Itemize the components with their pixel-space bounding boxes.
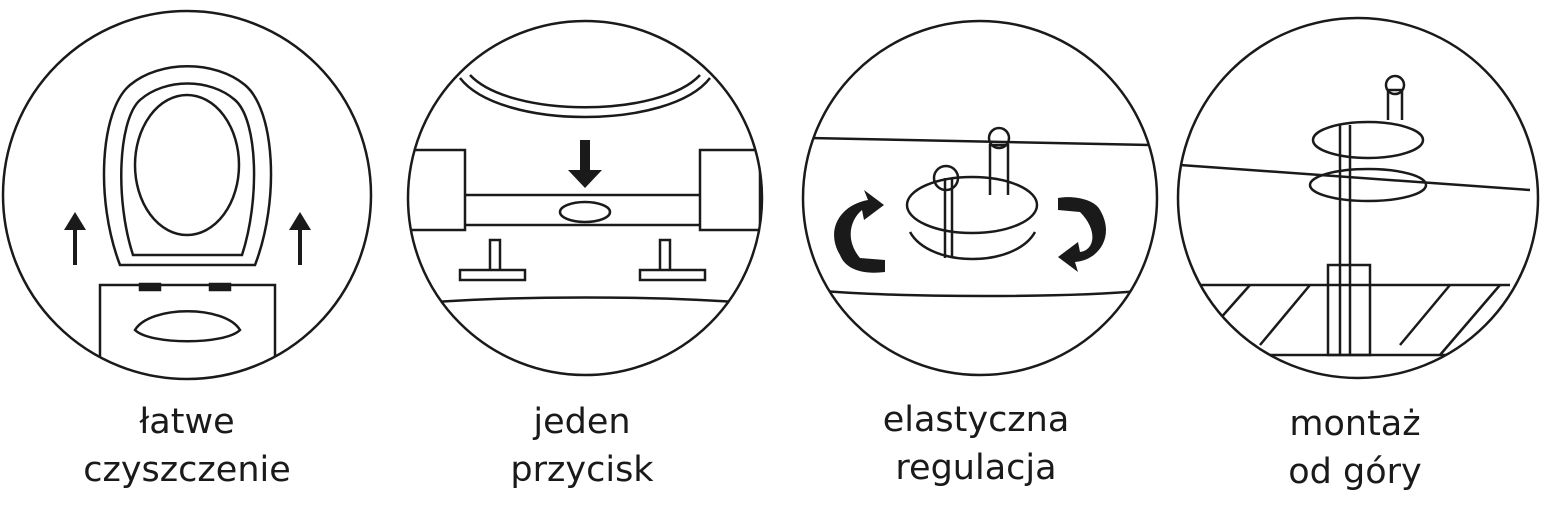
feature-label-line2: regulacja: [895, 448, 1057, 488]
feature-label-one-button: jeden przycisk: [432, 398, 732, 494]
feature-label-line1: jeden: [533, 402, 631, 442]
feature-label-top-mounting: montaż od góry: [1205, 400, 1505, 496]
adjustable-hinge-icon: [801, 19, 1159, 377]
feature-label-line2: od góry: [1288, 452, 1422, 492]
feature-label-line1: elastyczna: [882, 400, 1070, 440]
feature-label-line1: łatwe: [139, 402, 235, 442]
feature-label-flexible-adjustment: elastyczna regulacja: [826, 396, 1126, 492]
toilet-seat-lift-icon: [1, 9, 373, 381]
feature-label-easy-cleaning: łatwe czyszczenie: [37, 398, 337, 494]
top-mounting-icon: [1176, 16, 1540, 380]
one-button-release-icon: [406, 19, 764, 377]
feature-label-line1: montaż: [1289, 404, 1421, 444]
feature-label-line2: przycisk: [510, 450, 654, 490]
feature-label-line2: czyszczenie: [83, 450, 291, 490]
